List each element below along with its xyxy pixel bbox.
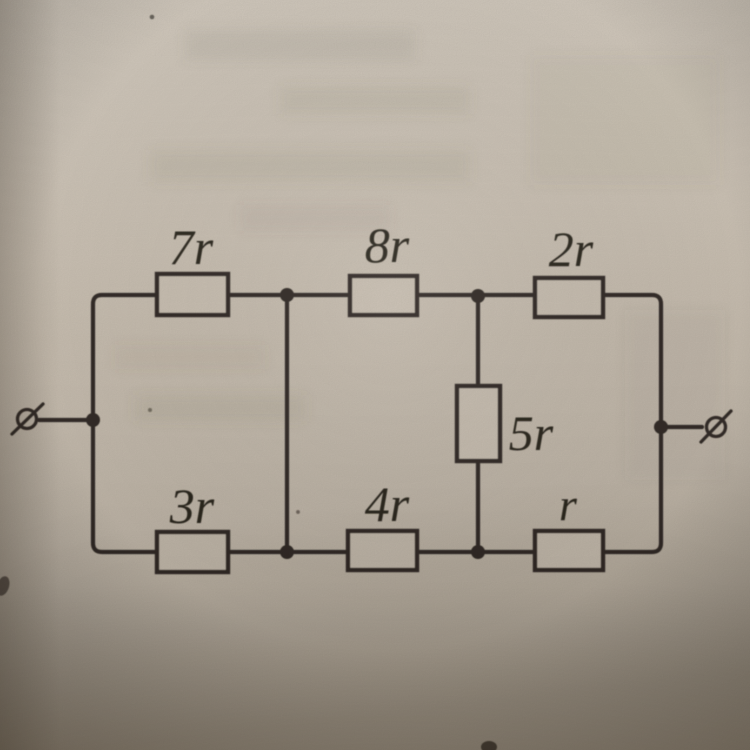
film-grain (0, 0, 750, 750)
circuit-diagram-figure: 7r 8r 2r 3r 4r r 5r (0, 0, 750, 750)
photographed-page: 7r 8r 2r 3r 4r r 5r (0, 0, 750, 750)
